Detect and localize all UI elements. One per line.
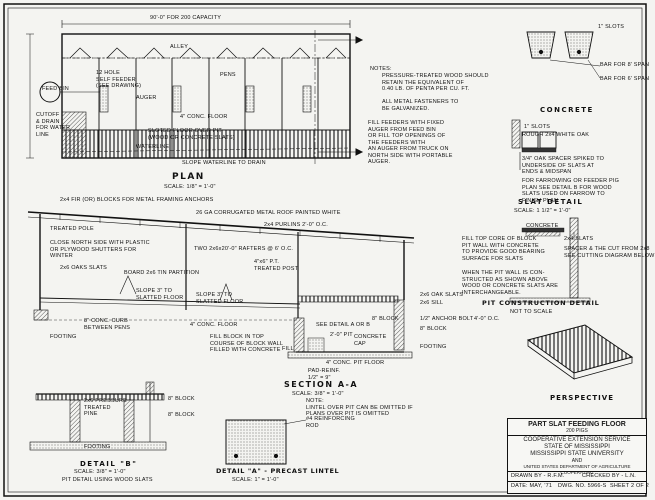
detail-a-scale: SCALE: 1" = 1'-0" — [232, 477, 279, 483]
detail-b-scale: SCALE: 3/8" = 1'-0" — [74, 469, 126, 475]
pit-label-anchor-spacing: 4'-0" O.C. — [474, 316, 500, 322]
slat-label-slots: 1" SLOTS — [524, 124, 551, 130]
section-label-block-wall: 8" BLOCK — [372, 316, 399, 322]
section-label-rafters: TWO 2x6x20'-0" RAFTERS @ 6' O.C. — [194, 246, 294, 252]
perspective-title: PERSPECTIVE — [550, 394, 614, 402]
plan-title: PLAN — [172, 172, 205, 182]
plan-label-auger: AUGER — [136, 95, 157, 101]
slat-label-spacer: 3/4" OAK SPACER SPIKED TO UNDERSIDE OF S… — [522, 156, 605, 175]
detail-a-label-note: NOTE: LINTEL OVER PIT CAN BE OMITTED IF … — [306, 398, 413, 417]
section-label-treated-pole: TREATED POLE — [50, 226, 94, 232]
plan-view — [26, 20, 364, 159]
plan-label-feed-bin: FEED BIN — [42, 86, 69, 92]
detail-b-label-block-mid: 8" BLOCK — [168, 412, 195, 418]
detail-b-view — [29, 381, 167, 451]
pit-label-spacer: SPACER & THE CUT FROM 2x8 SEE CUTTING DI… — [564, 246, 655, 259]
slat-label-farrowing: FOR FARROWING OR FEEDER PIG PLAN SEE DET… — [522, 178, 620, 204]
plan-label-alley: ALLEY — [170, 44, 189, 50]
detail-a-view — [225, 419, 307, 465]
notes-text: PRESSURE-TREATED WOOD SHOULD RETAIN THE … — [382, 73, 489, 112]
section-label-conc-curb: 8" CONC. CURB BETWEEN PENS — [84, 318, 131, 331]
section-aa-view — [27, 211, 415, 359]
section-label-pit-depth: 2'-0" PIT — [330, 332, 353, 338]
pit-label-slats: 2x4 SLATS — [564, 236, 594, 242]
plan-label-slotted-floor: SLOTED FLOOR OVER PIT (WOOD OR CONCRETE … — [148, 128, 235, 141]
detail-b-label-pressure: 2x6 PRESSURE TREATED PINE — [84, 398, 128, 417]
pit-label-anchor: 1/2" ANCHOR BOLT — [420, 316, 474, 322]
slat-detail-scale: SCALE: 1 1/2" = 1'-0" — [514, 208, 571, 214]
plan-label-slope-waterline: SLOPE WATERLINE TO DRAIN — [182, 160, 266, 166]
title-block-title: PART SLAT FEEDING FLOOR — [528, 421, 626, 428]
slat-detail-title: SLAT DETAIL — [518, 198, 584, 206]
section-label-board-partition: BOARD 2x6 TIN PARTITION — [124, 270, 200, 276]
detail-a-label-reinforcing: #4 REINFORCING ROD — [306, 416, 355, 429]
section-label-north-close: CLOSE NORTH SIDE WITH PLASTIC OR PLYWOOD… — [50, 240, 150, 259]
pit-label-concrete: CONCRETE — [526, 223, 559, 229]
notes-heading: NOTES: — [370, 66, 392, 72]
pit-label-footing: FOOTING — [420, 344, 447, 350]
section-label-partition: 2x6 OAKS SLATS — [60, 265, 108, 271]
title-block-service: COOPERATIVE EXTENSION SERVICE — [523, 437, 631, 443]
title-block-and: AND — [571, 458, 583, 464]
title-block-usda: UNITED STATES DEPARTMENT OF AGRICULTURE … — [523, 464, 631, 475]
pit-construction-detail — [509, 217, 591, 303]
pit-label-block: 8" BLOCK — [420, 326, 447, 332]
section-aa-scale: SCALE: 3/8" = 1'-0" — [292, 391, 344, 397]
pit-detail-title: PIT CONSTRUCTION DETAIL — [482, 299, 600, 307]
detail-a-title: DETAIL "A" - PRECAST LINTEL — [216, 467, 340, 475]
pit-detail-scale: NOT TO SCALE — [510, 309, 553, 315]
detail-b-label-block-top: 8" BLOCK — [168, 396, 195, 402]
wood-slat-detail — [511, 119, 557, 170]
section-label-post: 4"x6" P.T. TREATED POST — [254, 259, 299, 272]
section-label-pit-floor: 4" CONC. PIT FLOOR — [326, 360, 385, 366]
concrete-title: CONCRETE — [540, 106, 594, 114]
title-block-drawn: DRAWN BY - R.F.M. — [511, 473, 565, 479]
section-label-pad: PAD-REINF. 1/2" = 9" — [308, 368, 341, 381]
section-label-concrete-cap: CONCRETE CAP — [354, 334, 387, 347]
plan-top-dimension: 90'-0" FOR 200 CAPACITY — [150, 15, 222, 21]
section-label-floor: 4" CONC. FLOOR — [190, 322, 238, 328]
detail-b-subtitle: PIT DETAIL USING WOOD SLATS — [62, 477, 153, 483]
title-block-date: DATE: MAY, '71 — [511, 483, 553, 489]
title-block-dwg: DWG. NO. 5966-S — [558, 483, 607, 489]
section-label-slope-high: SLOPE 3" TO SLATTED FLOOR — [196, 292, 244, 305]
slat-label-white-oak: ROUGH 2x4 WHITE OAK — [522, 132, 590, 138]
section-label-slope-low: SLOPE 3" TO SLATTED FLOOR — [136, 288, 184, 301]
section-label-footing: FOOTING — [50, 334, 77, 340]
title-block-sheet: SHEET 2 OF 2 — [610, 483, 649, 489]
plan-side-note: FILL FEEDERS WITH FIXED AUGER FROM FEED … — [368, 120, 453, 165]
concrete-label-bar-bottom: BAR FOR 6' SPAN — [600, 76, 650, 82]
title-block-university: MISSISSIPPI STATE UNIVERSITY — [530, 451, 624, 457]
plan-label-waterline: WATERLINE — [136, 144, 170, 150]
pit-label-fill-top: FILL TOP CORE OF BLOCK PIT WALL WITH CON… — [462, 236, 546, 262]
section-label-fill-block: FILL BLOCK IN TOP COURSE OF BLOCK WALL F… — [210, 334, 284, 353]
title-block-state: STATE OF MISSISSIPPI — [544, 444, 610, 450]
section-label-see-detail: SEE DETAIL A OR B — [316, 322, 371, 328]
plan-label-concrete-floor: 4" CONC. FLOOR — [180, 114, 228, 120]
pit-label-when-pit: WHEN THE PIT WALL IS CON- STRUCTED AS SH… — [462, 270, 559, 296]
pit-label-oak-slats: 2x6 OAK SLATS — [420, 292, 464, 298]
detail-b-label-footing: FOOTING — [84, 444, 111, 450]
pit-label-sill: 2x6 SILL — [420, 300, 444, 306]
section-label-purlins: 2x4 PURLINS 2'-0" O.C. — [264, 222, 328, 228]
plan-label-cutoff: CUTOFF & DRAIN FOR WATER LINE — [36, 112, 71, 138]
concrete-slat-detail — [526, 31, 601, 79]
title-block: PART SLAT FEEDING FLOOR 200 PIGS COOPERA… — [507, 418, 649, 494]
plan-scale: SCALE: 1/8" = 1'-0" — [164, 184, 216, 190]
perspective-view — [526, 324, 634, 380]
section-label-fir-blocks: 2x4 FIR (OR) BLOCKS FOR METAL FRAMING AN… — [60, 197, 214, 203]
section-aa-title: SECTION A-A — [284, 380, 359, 389]
concrete-label-slots: 1" SLOTS — [598, 24, 625, 30]
detail-b-title: DETAIL "B" — [80, 460, 138, 468]
section-label-roof: 26 GA CORRUGATED METAL ROOF PAINTED WHIT… — [196, 210, 341, 216]
section-label-fill: FILL — [282, 346, 294, 352]
title-block-checked: CHECKED BY - L.N. — [582, 473, 637, 479]
plan-label-self-feeders: 12 HOLE SELF FEEDER (SEE DRAWING) — [96, 70, 142, 89]
concrete-label-bar-top: BAR FOR 8' SPAN — [600, 62, 650, 68]
title-block-capacity: 200 PIGS — [566, 428, 588, 434]
plan-label-pens: PENS — [220, 72, 236, 78]
